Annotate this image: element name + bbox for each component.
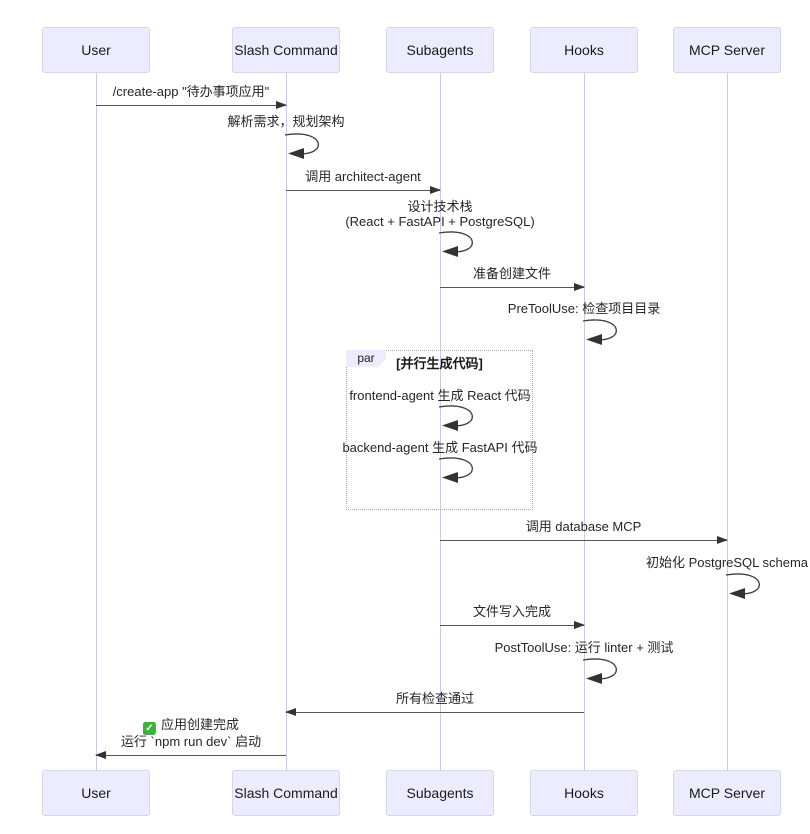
lifeline-user [96,73,97,770]
self-loop-arrow-icon [438,405,473,431]
arrowhead-right-icon [430,186,441,194]
self-message-pretooluse: PreToolUse: 检查项目目录 [507,301,661,316]
message-line2: 运行 `npm run dev` 启动 [120,734,262,750]
self-message-posttooluse: PostToolUse: 运行 linter + 测试 [494,640,674,655]
actor-top-mcp-server: MCP Server [673,27,781,73]
self-loop-arrow-icon [582,658,617,684]
arrowhead-left-icon [285,708,296,716]
self-message-line1: 设计技术栈 [407,199,473,214]
lifeline-mcp-server [727,73,728,770]
actor-label: Slash Command [234,785,338,801]
arrowhead-right-icon [717,536,728,544]
self-loop-arrow-icon [725,573,760,599]
message-label: 文件写入完成 [472,604,552,620]
actor-bottom-slash-command: Slash Command [232,770,340,816]
self-message-backend-agent: backend-agent 生成 FastAPI 代码 [342,440,538,455]
actor-label: Hooks [564,42,604,58]
message-label: 准备创建文件 [472,266,552,282]
actor-top-user: User [42,27,150,73]
actor-bottom-mcp-server: MCP Server [673,770,781,816]
actor-label: Subagents [406,785,474,801]
self-loop-arrow-icon [284,133,319,159]
actor-bottom-hooks: Hooks [530,770,638,816]
arrowhead-right-icon [574,283,585,291]
message-line [286,712,584,713]
par-title: [并行生成代码] [396,356,483,371]
message-line [286,190,440,191]
self-loop-arrow-icon [438,231,473,257]
message-line [440,287,584,288]
actor-label: Subagents [406,42,474,58]
actor-top-subagents: Subagents [386,27,494,73]
message-line1-text: 应用创建完成 [160,716,239,732]
self-loop-arrow-icon [582,319,617,345]
actor-label: MCP Server [689,785,765,801]
arrowhead-right-icon [574,621,585,629]
actor-label: Hooks [564,785,604,801]
lifeline-hooks [584,73,585,770]
self-message-parse-requirements: 解析需求，规划架构 [227,114,345,129]
message-label: 调用 database MCP [525,519,642,535]
lifeline-slash-command [286,73,287,770]
self-message-frontend-agent: frontend-agent 生成 React 代码 [349,388,531,403]
actor-top-slash-command: Slash Command [232,27,340,73]
arrowhead-right-icon [276,101,287,109]
message-label: /create-app "待办事项应用" [112,84,270,100]
message-line [96,755,286,756]
lifeline-subagents [440,73,441,770]
message-line [440,625,584,626]
actor-top-hooks: Hooks [530,27,638,73]
actor-label: Slash Command [234,42,338,58]
actor-bottom-user: User [42,770,150,816]
par-tag: par [346,350,386,367]
self-loop-arrow-icon [438,457,473,483]
par-block: par [并行生成代码] [346,350,533,510]
self-message-line2: (React + FastAPI + PostgreSQL) [345,213,535,229]
message-line [96,105,286,106]
actor-label: User [81,42,111,58]
check-mark-icon: ✓ [142,722,156,736]
actor-label: MCP Server [689,42,765,58]
message-label: 调用 architect-agent [305,169,421,185]
actor-label: User [81,785,111,801]
self-message-design-stack: 设计技术栈 (React + FastAPI + PostgreSQL) [345,199,535,230]
message-line1: ✓ 应用创建完成 [121,716,261,736]
message-label: ✓ 应用创建完成 运行 `npm run dev` 启动 [120,716,262,750]
message-line [440,540,727,541]
self-message-init-schema: 初始化 PostgreSQL schema [645,555,809,570]
actor-bottom-subagents: Subagents [386,770,494,816]
message-label: 所有检查通过 [395,691,475,707]
arrowhead-left-icon [95,751,106,759]
